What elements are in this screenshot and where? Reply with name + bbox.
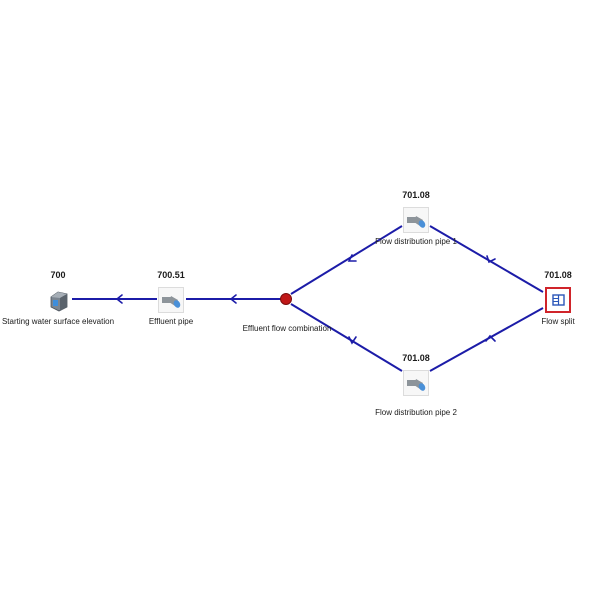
node-label: Effluent pipe <box>148 317 194 326</box>
arrow-icon <box>115 294 123 304</box>
pipe-icon <box>403 370 429 396</box>
node-starting-water-surface[interactable]: 700 Starting water surface elevation <box>0 270 118 327</box>
arrow-icon <box>229 294 237 304</box>
node-elevation: 701.08 <box>402 353 430 363</box>
node-effluent-pipe[interactable]: 700.51 Effluent pipe <box>111 270 231 327</box>
node-elevation: 701.08 <box>402 190 430 200</box>
node-flow-distribution-pipe-2[interactable]: 701.08 Flow distribution pipe 2 <box>356 353 476 418</box>
connector-pipe2-to-combination[interactable] <box>290 303 403 372</box>
node-flow-split[interactable]: 701.08 Flow split <box>498 270 600 327</box>
node-label: Flow distribution pipe 2 <box>375 408 457 417</box>
pipe-icon <box>158 287 184 313</box>
arrow-icon <box>347 254 357 262</box>
arrow-icon <box>348 336 357 345</box>
node-label: Flow split <box>541 317 575 326</box>
arrow-icon <box>486 255 496 264</box>
node-elevation: 700 <box>50 270 66 280</box>
reservoir-icon <box>45 287 71 313</box>
node-label: Starting water surface elevation <box>1 317 115 326</box>
node-flow-distribution-pipe-1[interactable]: 701.08 Flow distribution pipe 1 <box>356 190 476 247</box>
flow-split-icon <box>545 287 571 313</box>
node-elevation: 700.51 <box>157 270 185 280</box>
junction-icon[interactable] <box>280 293 292 305</box>
node-effluent-flow-combination-label: Effluent flow combination <box>242 324 332 333</box>
pipe-icon <box>403 207 429 233</box>
connector-pipe1-to-combination[interactable] <box>290 225 403 295</box>
node-label: Flow distribution pipe 1 <box>375 237 457 246</box>
connector-split-to-pipe1[interactable] <box>429 225 544 293</box>
node-elevation: 701.08 <box>544 270 572 280</box>
arrow-icon <box>485 334 496 342</box>
flow-arrows <box>115 254 496 345</box>
